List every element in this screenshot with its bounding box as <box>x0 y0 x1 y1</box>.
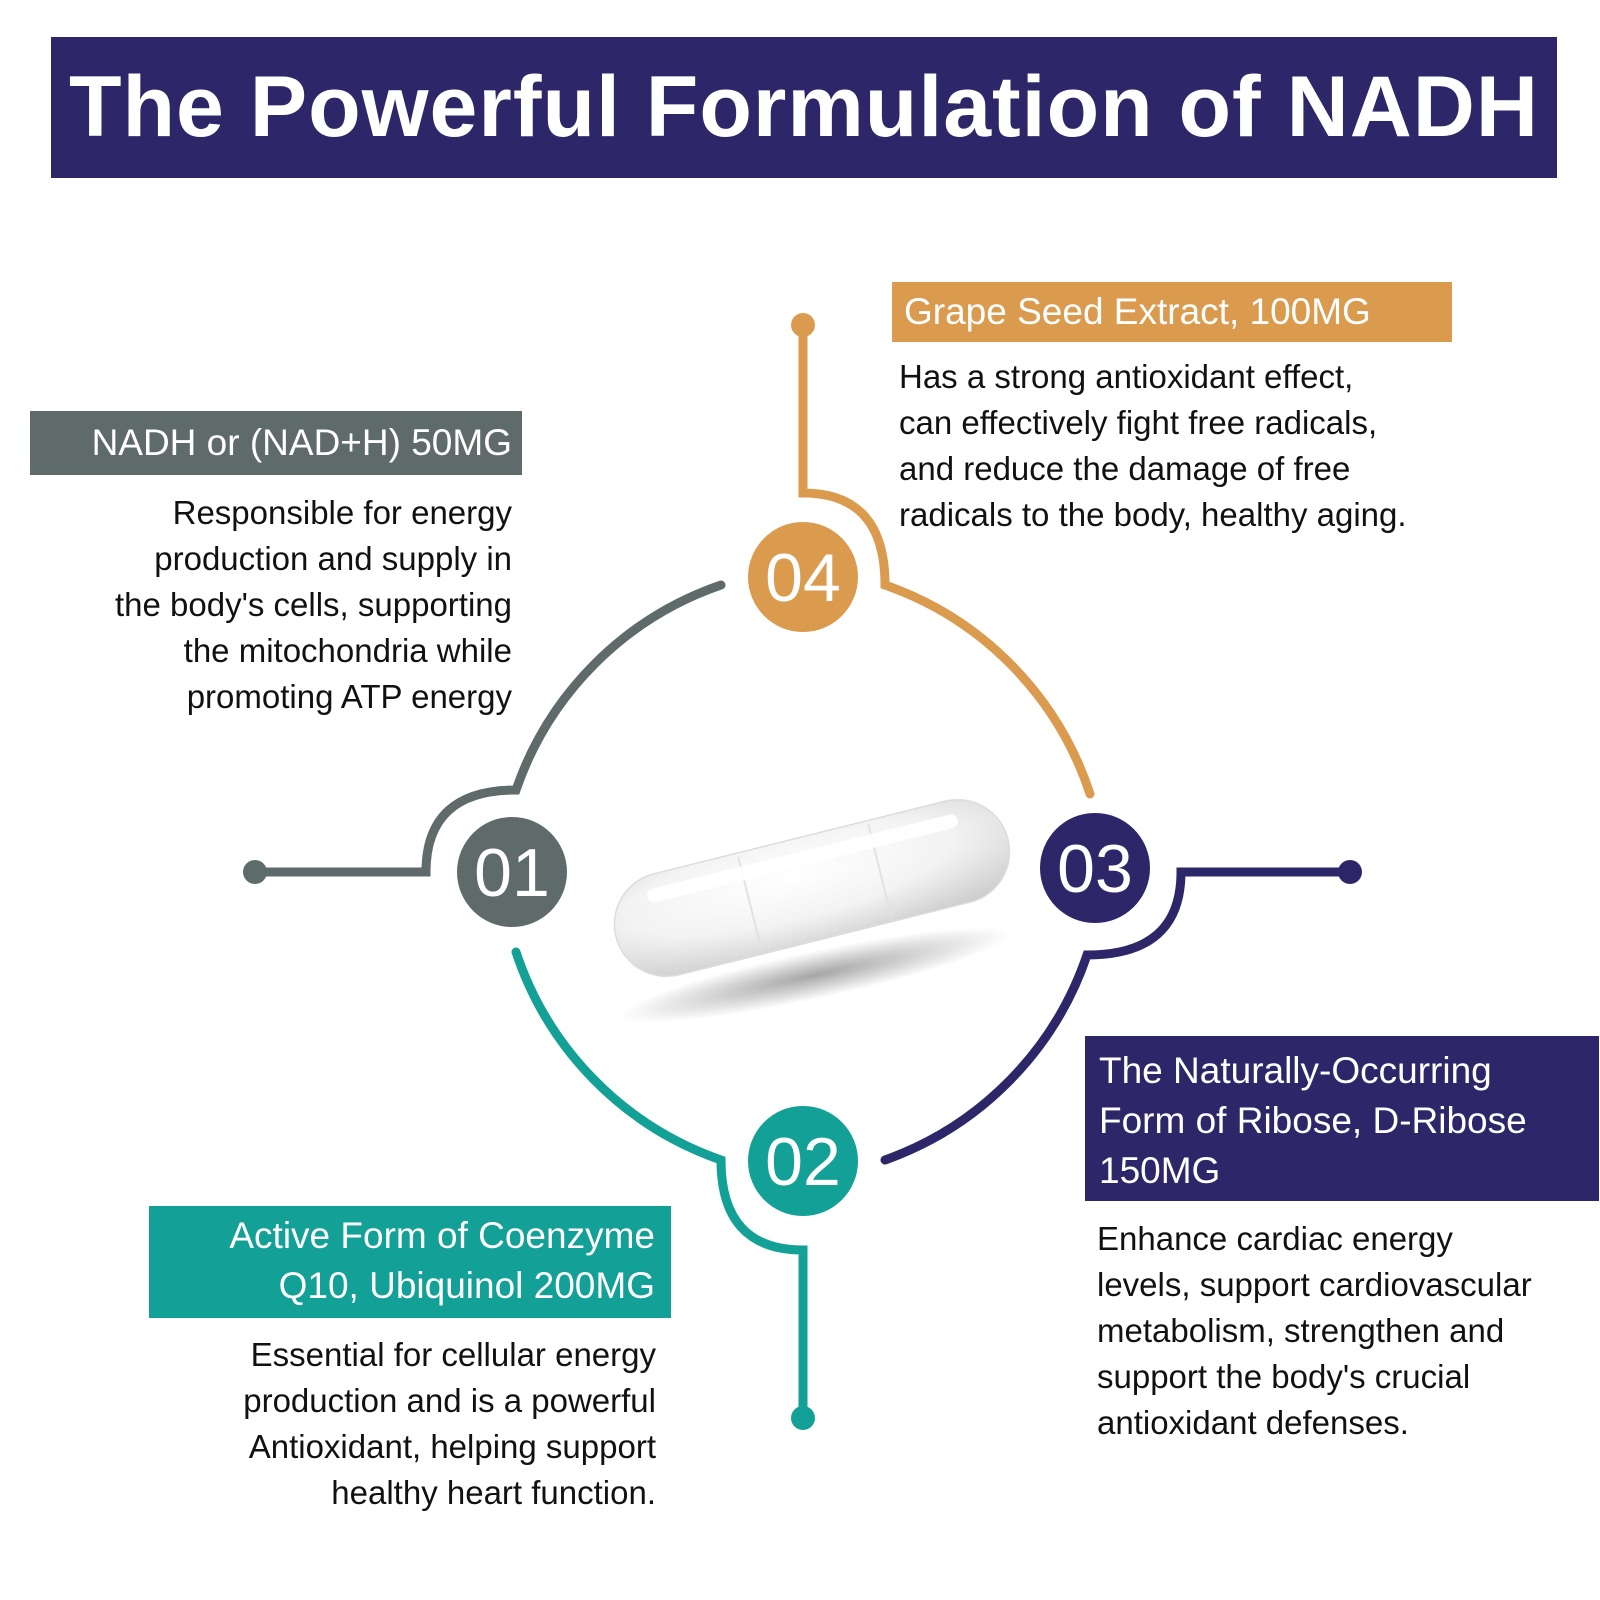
connector-arc-01 <box>250 580 726 877</box>
ingredient-label-01: NADH or (NAD+H) 50MG <box>30 411 522 475</box>
number-text-02: 02 <box>765 1124 841 1200</box>
number-text-03: 03 <box>1057 831 1133 907</box>
ingredient-description-02: Essential for cellular energy production… <box>243 1336 656 1511</box>
connector-dot-04 <box>791 313 815 337</box>
number-badge-02 <box>748 1106 858 1216</box>
number-text-01: 01 <box>474 835 550 911</box>
ingredient-label-04: Grape Seed Extract, 100MG <box>892 282 1452 342</box>
ingredient-label-03: The Naturally-Occurring Form of Ribose, … <box>1085 1036 1599 1201</box>
connector-arc-02 <box>511 947 808 1423</box>
connector-arc-04 <box>798 320 1095 799</box>
connector-dot-02 <box>791 1406 815 1430</box>
ingredient-description-01: Responsible for energy production and su… <box>114 494 512 715</box>
connector-arc-03 <box>880 867 1355 1165</box>
number-badge-03 <box>1040 813 1150 923</box>
page-title: The Powerful Formulation of NADH <box>51 37 1557 178</box>
number-badge-01 <box>457 817 567 927</box>
number-badge-04 <box>748 522 858 632</box>
ingredient-description-03: Enhance cardiac energy levels, support c… <box>1097 1220 1532 1441</box>
ingredient-label-02: Active Form of Coenzyme Q10, Ubiquinol 2… <box>149 1206 671 1318</box>
number-text-04: 04 <box>765 540 841 616</box>
ingredient-description-04: Has a strong antioxidant effect, can eff… <box>899 358 1407 533</box>
connector-dot-03 <box>1338 860 1362 884</box>
connector-dot-01 <box>243 860 267 884</box>
capsule-image <box>613 798 1011 1023</box>
